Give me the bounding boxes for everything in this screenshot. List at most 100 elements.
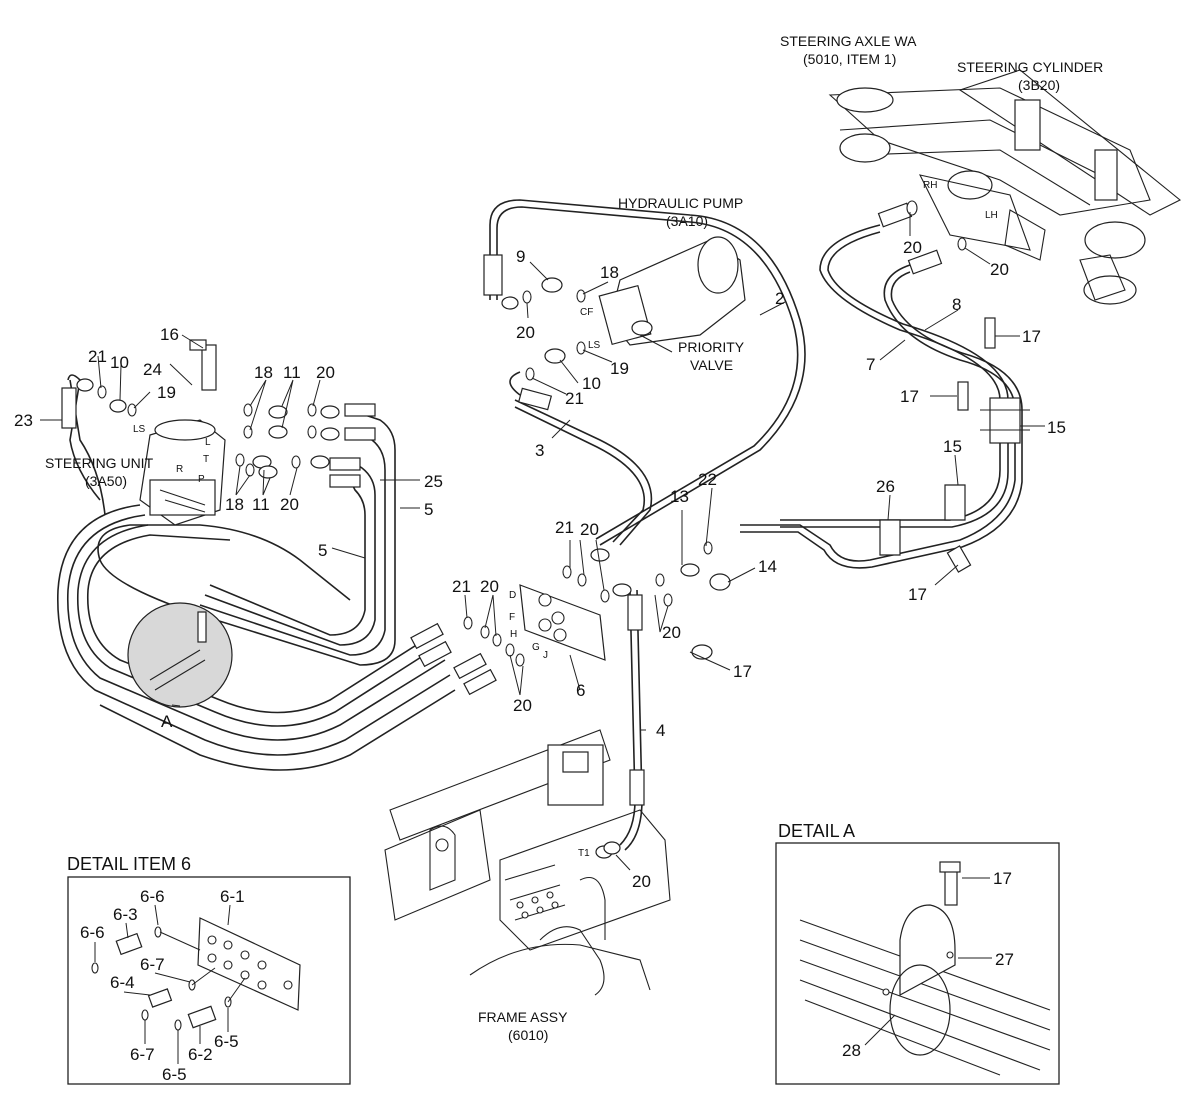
caption-steering-unit-line2: (3A50) xyxy=(85,473,127,489)
callout-6-5: 6-5 xyxy=(214,1032,239,1051)
detail-item-6-box xyxy=(67,876,351,1085)
callout-7: 7 xyxy=(866,355,875,374)
callout-18: 18 xyxy=(225,495,244,514)
frame-assembly xyxy=(384,729,671,996)
port-label-f: F xyxy=(509,612,515,623)
callout-25: 25 xyxy=(424,472,443,491)
port-label-t1: T1 xyxy=(578,848,590,859)
port-label-ls-unit: LS xyxy=(133,424,146,435)
port-label-t: T xyxy=(203,454,209,465)
port-label-rh: RH xyxy=(923,180,937,191)
detail-item-6-callouts: 6-1 6-6 6-3 6-6 6-7 6-4 6-7 6-5 6-2 6-5 xyxy=(80,887,245,1084)
callout-6-4: 6-4 xyxy=(110,973,135,992)
hoses-5-25-loop xyxy=(57,379,497,771)
port-label-g: G xyxy=(532,642,540,653)
callout-20: 20 xyxy=(903,238,922,257)
detail-item-6-title: DETAIL ITEM 6 xyxy=(67,854,191,874)
callout-8: 8 xyxy=(952,295,961,314)
steering-axle-assembly xyxy=(828,69,1182,305)
port-label-h: H xyxy=(510,629,517,640)
callout-20: 20 xyxy=(316,363,335,382)
callout-18: 18 xyxy=(600,263,619,282)
callout-20: 20 xyxy=(480,577,499,596)
callout-17: 17 xyxy=(1022,327,1041,346)
callout-21: 21 xyxy=(555,518,574,537)
steering-unit xyxy=(139,344,226,526)
port-label-lh: LH xyxy=(985,210,998,221)
callout-17: 17 xyxy=(733,662,752,681)
callout-21: 21 xyxy=(565,389,584,408)
callout-2: 2 xyxy=(775,289,784,308)
detail-a-callout-circle xyxy=(127,602,233,708)
port-label-l: L xyxy=(205,437,211,448)
callout-15: 15 xyxy=(1047,418,1066,437)
caption-steering-unit-line1: STEERING UNIT xyxy=(45,455,154,471)
hose-23 xyxy=(61,374,101,501)
callout-19: 19 xyxy=(157,383,176,402)
callout-6-7: 6-7 xyxy=(130,1045,155,1064)
callout-15: 15 xyxy=(943,437,962,456)
callout-20: 20 xyxy=(516,323,535,342)
callout-16: 16 xyxy=(160,325,179,344)
caption-steering-axle-line1: STEERING AXLE WA xyxy=(780,33,917,49)
hydraulic-pump-assembly xyxy=(598,236,746,346)
hose-3 xyxy=(509,371,653,546)
detail-a-title: DETAIL A xyxy=(778,821,855,841)
port-label-cf: CF xyxy=(580,307,593,318)
callout-18: 18 xyxy=(254,363,273,382)
callout-28: 28 xyxy=(842,1041,861,1060)
clamps-15-26 xyxy=(879,397,1030,556)
callout-20: 20 xyxy=(990,260,1009,279)
caption-steering-cylinder-line2: (3B20) xyxy=(1018,77,1060,93)
port-label-p: P xyxy=(198,474,205,485)
callout-21: 21 xyxy=(452,577,471,596)
callout-20: 20 xyxy=(662,623,681,642)
port-label-j: J xyxy=(543,650,548,661)
callout-4: 4 xyxy=(656,721,665,740)
callout-5: 5 xyxy=(424,500,433,519)
callout-3: 3 xyxy=(535,441,544,460)
callout-6-1: 6-1 xyxy=(220,887,245,906)
detail-a-drawing xyxy=(799,861,1051,1076)
callout-11: 11 xyxy=(252,495,270,514)
callout-6: 6 xyxy=(576,681,585,700)
detail-item-6-drawing xyxy=(91,917,301,1031)
port-label-d: D xyxy=(509,590,516,601)
hose-4 xyxy=(619,589,645,851)
hoses-7-8 xyxy=(740,202,1023,569)
callout-20: 20 xyxy=(632,872,651,891)
manifold-block-6 xyxy=(519,584,606,661)
caption-frame-assy-line1: FRAME ASSY xyxy=(478,1009,568,1025)
callout-24: 24 xyxy=(143,360,162,379)
callout-10: 10 xyxy=(110,353,129,372)
callout-11: 11 xyxy=(283,363,301,382)
callout-27: 27 xyxy=(995,950,1014,969)
callout-13: 13 xyxy=(670,487,689,506)
callout-19: 19 xyxy=(610,359,629,378)
detail-a-box xyxy=(775,842,1060,1085)
callout-20: 20 xyxy=(513,696,532,715)
detail-a-callouts: 17 27 28 xyxy=(842,869,1014,1060)
callout-21: 21 xyxy=(88,347,107,366)
callout-10: 10 xyxy=(582,374,601,393)
callout-6-7: 6-7 xyxy=(140,955,165,974)
callout-20: 20 xyxy=(280,495,299,514)
callout-numbers: 20 20 8 17 7 17 15 15 26 17 17 14 22 13 … xyxy=(14,238,1066,891)
callout-9: 9 xyxy=(516,247,525,266)
callout-17: 17 xyxy=(900,387,919,406)
port-label-r: R xyxy=(176,464,183,475)
caption-priority-valve-line1: PRIORITY xyxy=(678,339,745,355)
callout-14: 14 xyxy=(758,557,777,576)
callout-22: 22 xyxy=(698,470,717,489)
callout-26: 26 xyxy=(876,477,895,496)
caption-priority-valve-line2: VALVE xyxy=(690,357,733,373)
leader-lines xyxy=(40,212,1045,871)
callout-17: 17 xyxy=(908,585,927,604)
caption-hydraulic-pump-line1: HYDRAULIC PUMP xyxy=(618,195,743,211)
caption-frame-assy-line2: (6010) xyxy=(508,1027,548,1043)
callout-6-2: 6-2 xyxy=(188,1045,213,1064)
callout-a: A xyxy=(161,712,173,731)
callout-23: 23 xyxy=(14,411,33,430)
callout-6-6: 6-6 xyxy=(80,923,105,942)
